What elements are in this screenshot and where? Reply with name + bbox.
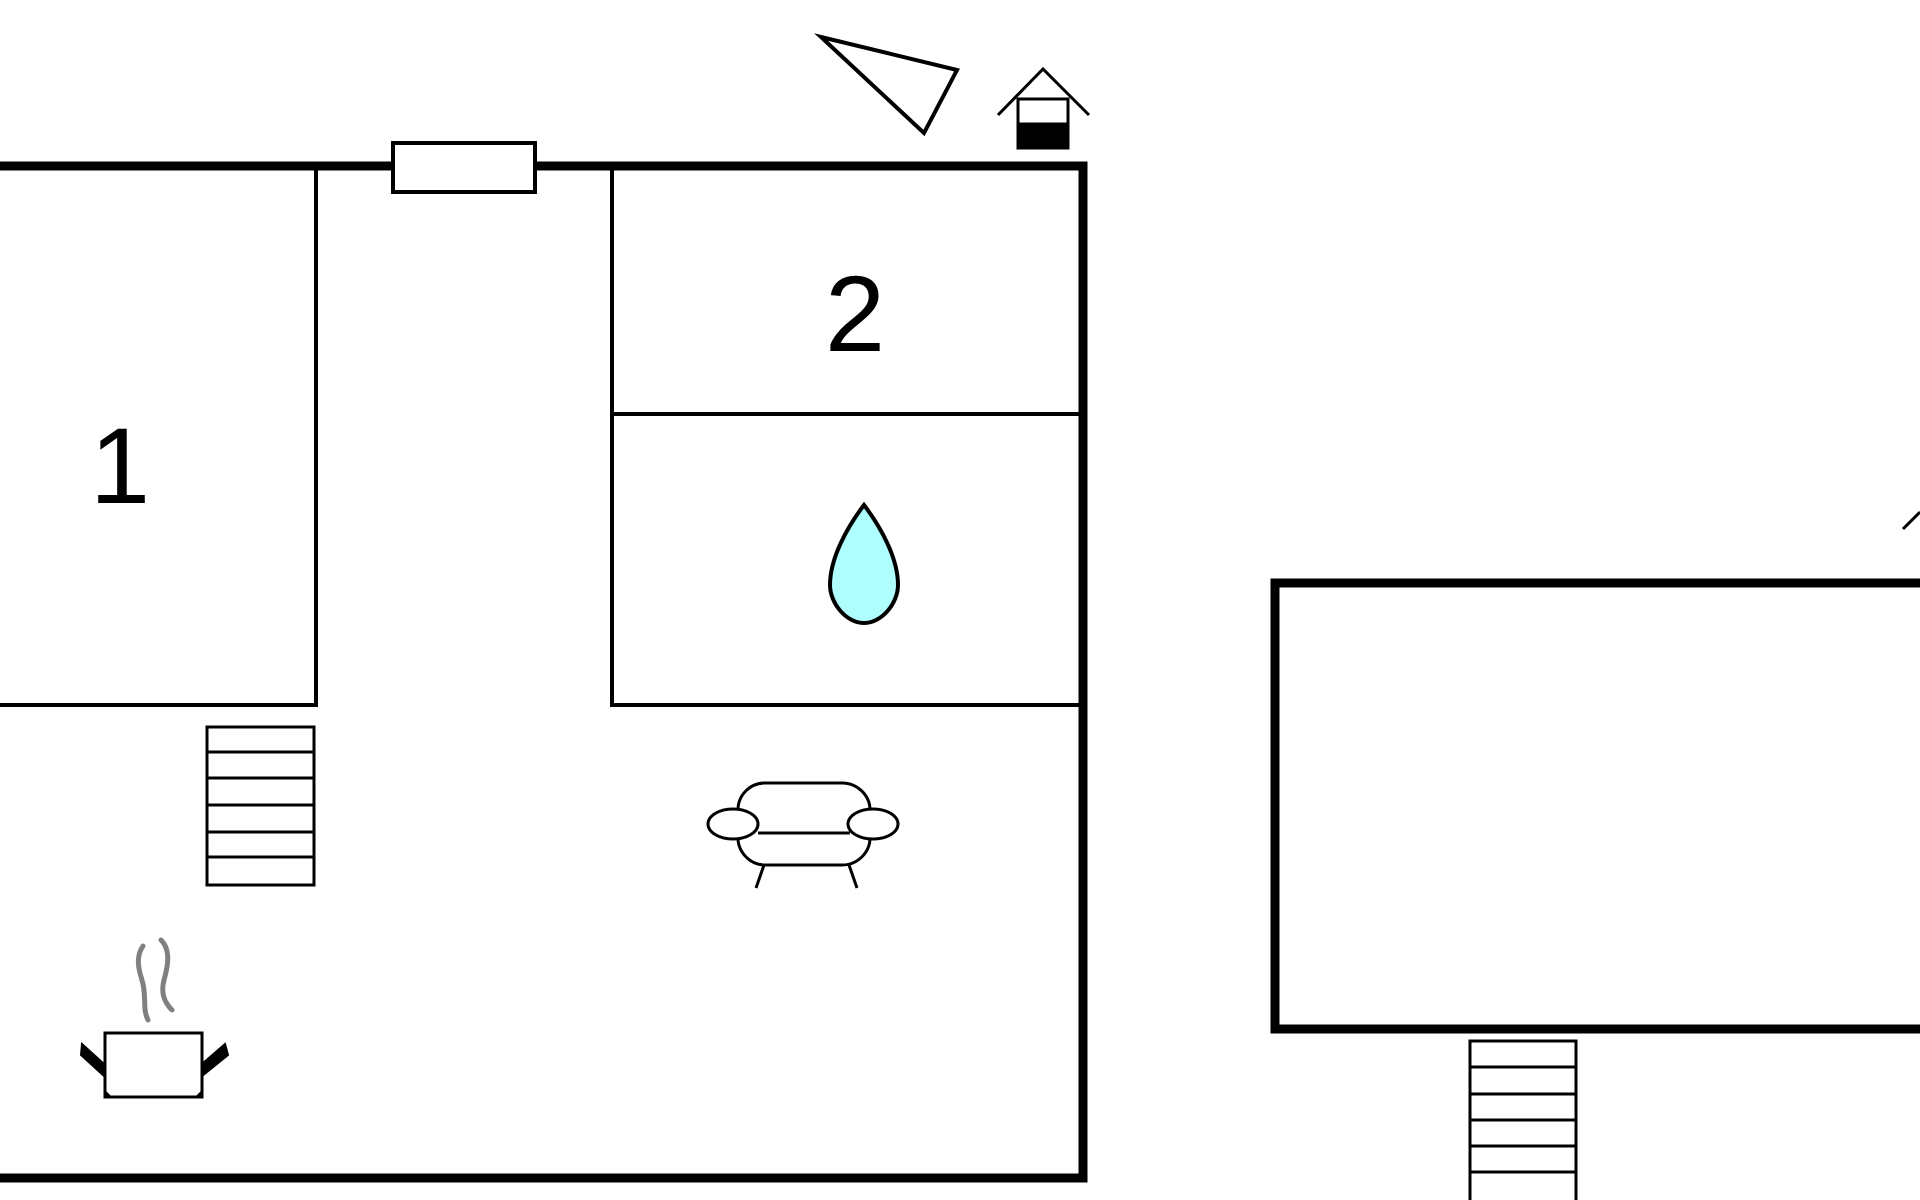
window-icon — [391, 141, 537, 194]
cooking-pot-icon — [79, 937, 230, 1099]
sofa-icon — [706, 781, 900, 889]
room-number-2: 2 — [825, 253, 885, 374]
interior-walls — [0, 170, 1079, 707]
annex-stairs-icon — [1468, 1039, 1578, 1200]
house-icon — [996, 66, 1091, 150]
room-number-1: 1 — [90, 405, 150, 526]
bedroom-1-walls — [0, 170, 318, 707]
main-building-walls — [0, 161, 1088, 1183]
annex-building-walls — [1270, 578, 1920, 1034]
bedroom-2-bath-walls — [610, 170, 1079, 707]
partial-house-icon — [1901, 510, 1920, 531]
water-drop-icon — [827, 501, 901, 626]
stairs-icon — [205, 725, 316, 887]
compass-arrow-icon — [814, 33, 960, 137]
